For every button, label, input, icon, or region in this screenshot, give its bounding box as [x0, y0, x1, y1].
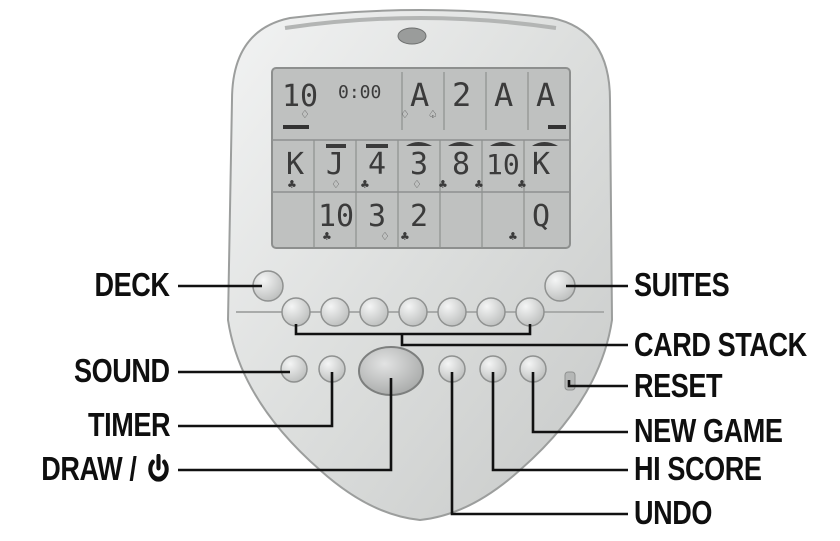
lcd-tableau-bottom-4: 2	[410, 199, 428, 234]
card-stack-leader	[294, 324, 628, 347]
device-emblem	[397, 27, 427, 45]
draw-leader	[178, 378, 393, 472]
club-icon: ♣	[474, 178, 484, 191]
undo-leader	[450, 372, 628, 516]
draw-label-text: DRAW /	[41, 450, 137, 487]
diamond-icon: ♢	[331, 178, 341, 191]
lcd-tableau-bottom-7: Q	[532, 199, 550, 234]
reset-leader	[567, 380, 628, 388]
club-icon: ♣	[360, 178, 370, 191]
reset-label: RESET	[634, 367, 723, 404]
spade-icon: ♤	[428, 108, 438, 121]
lcd-tableau-bottom-3: 3	[368, 199, 386, 234]
lcd-tableau-top-7: K	[532, 147, 550, 182]
leader-lines	[178, 284, 628, 516]
new-game-label: NEW GAME	[634, 412, 783, 449]
diamond-icon: ♢	[300, 108, 310, 121]
card-stack-button-3[interactable]	[359, 297, 389, 327]
sound-label: SOUND	[74, 352, 170, 389]
card-stack-button-5[interactable]	[437, 297, 467, 327]
card-stack-button-4[interactable]	[398, 297, 428, 327]
lcd-screen: 10 0:00 A 2 A A K J 4 3 8 10 K 10 3 2 Q …	[271, 67, 571, 249]
deck-label: DECK	[94, 266, 170, 303]
club-icon: ♣	[508, 230, 518, 243]
lcd-tableau-top-3: 4	[368, 147, 386, 182]
lcd-foundation-4: A	[536, 76, 555, 114]
club-icon: ♣	[322, 230, 332, 243]
club-icon: ♣	[400, 230, 410, 243]
timer-label: TIMER	[87, 406, 171, 443]
diamond-icon: ♢	[412, 178, 422, 191]
lcd-tableau-top-5: 8	[452, 147, 470, 182]
club-icon: ♣	[438, 178, 448, 191]
lcd-timer: 0:00	[338, 82, 381, 103]
card-stack-button-2[interactable]	[320, 297, 350, 327]
hi-score-label: HI SCORE	[634, 450, 762, 487]
power-icon	[148, 453, 169, 482]
lcd-foundation-2: 2	[452, 76, 471, 114]
lcd-tableau-top-1: K	[286, 147, 304, 182]
timer-leader	[178, 372, 334, 428]
club-icon: ♣	[287, 178, 297, 191]
lcd-tableau-top-6: 10	[486, 148, 520, 181]
lcd-tableau-bottom-2: 10	[318, 199, 354, 234]
suites-label: SUITES	[634, 266, 730, 303]
lcd-foundation-3: A	[494, 76, 513, 114]
card-stack-buttons	[281, 297, 545, 327]
sound-button[interactable]	[280, 355, 308, 383]
diamond-icon: ♢	[380, 230, 390, 243]
diamond-icon: ♢	[400, 108, 410, 121]
lcd-foundation-1: A	[410, 76, 429, 114]
lcd-tableau-top-4: 3	[410, 147, 428, 182]
lcd-tableau-top-2: J	[326, 147, 344, 182]
card-stack-button-1[interactable]	[281, 297, 311, 327]
draw-label: DRAW /	[41, 452, 170, 485]
new-game-leader	[531, 372, 628, 434]
hi-score-leader	[491, 372, 628, 472]
device-top-ridge	[284, 16, 557, 30]
card-stack-button-6[interactable]	[476, 297, 506, 327]
lcd-deck-count: 10	[282, 79, 318, 114]
card-stack-button-7[interactable]	[515, 297, 545, 327]
card-stack-label: CARD STACK	[634, 326, 807, 363]
club-icon: ♣	[517, 178, 527, 191]
undo-label: UNDO	[634, 494, 713, 531]
